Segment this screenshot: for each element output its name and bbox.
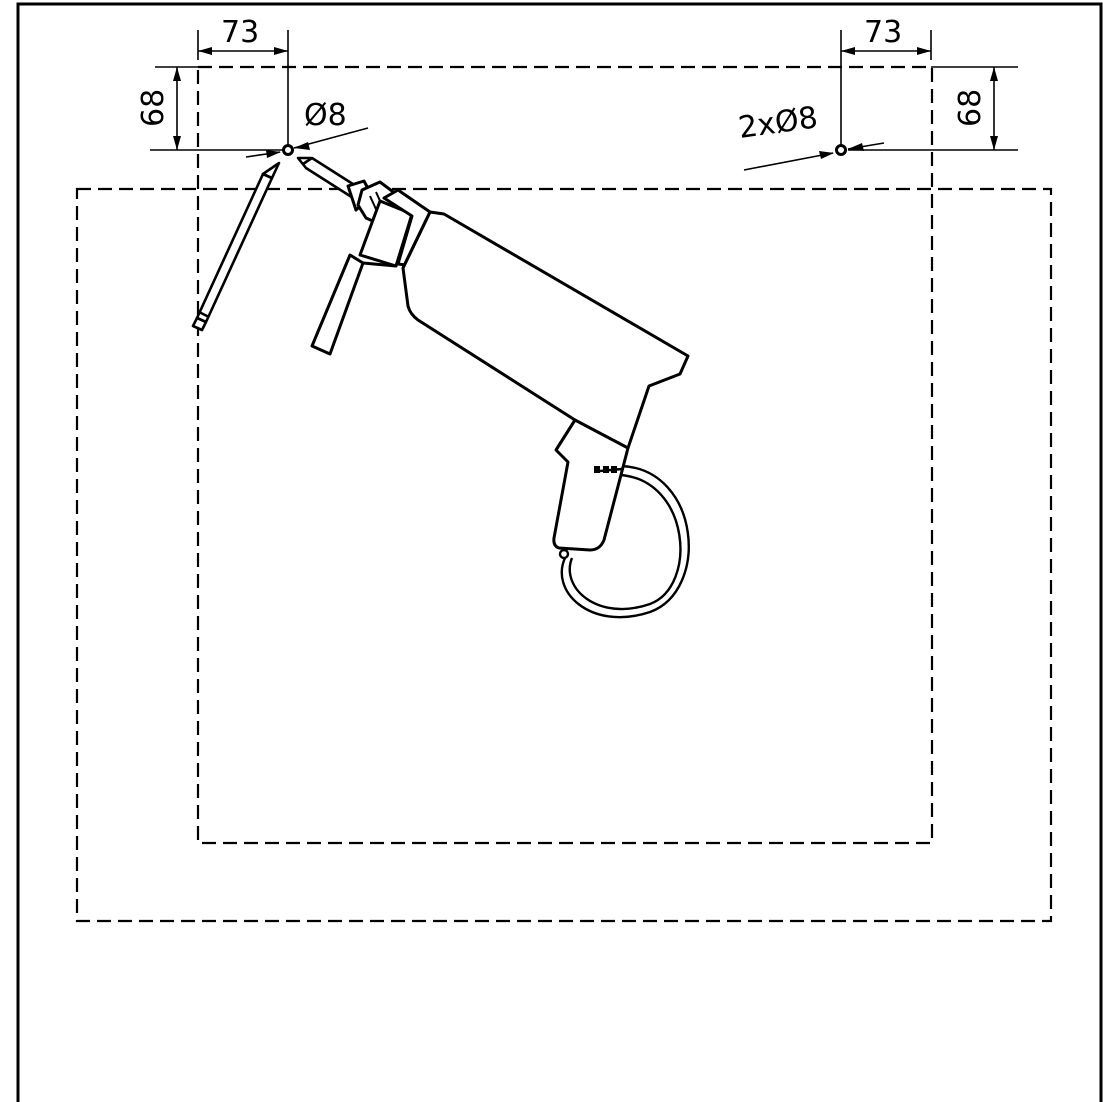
dimension-left-vertical: 68 [136,89,171,127]
inner-outline-rect [196,65,934,845]
drill-bit-icon [296,156,358,198]
dimension-right-hole: 2xØ8 [736,100,820,146]
cord-plug [594,466,617,473]
power-drill-icon [310,179,690,552]
dimension-left-horizontal: 73 [221,15,259,50]
outer-outline-rect [75,187,1053,923]
sheet-border [16,2,1103,1102]
dimension-right-horizontal: 73 [864,15,902,50]
left-mounting-hole [282,144,294,156]
dimension-right-vertical: 68 [953,89,988,127]
dashed-outlines [75,65,1053,923]
mounting-holes [282,144,847,156]
right-mounting-hole [835,144,847,156]
dimension-arrowheads [173,47,998,159]
pencil-icon [191,161,281,332]
dimension-left-hole: Ø8 [304,98,347,133]
